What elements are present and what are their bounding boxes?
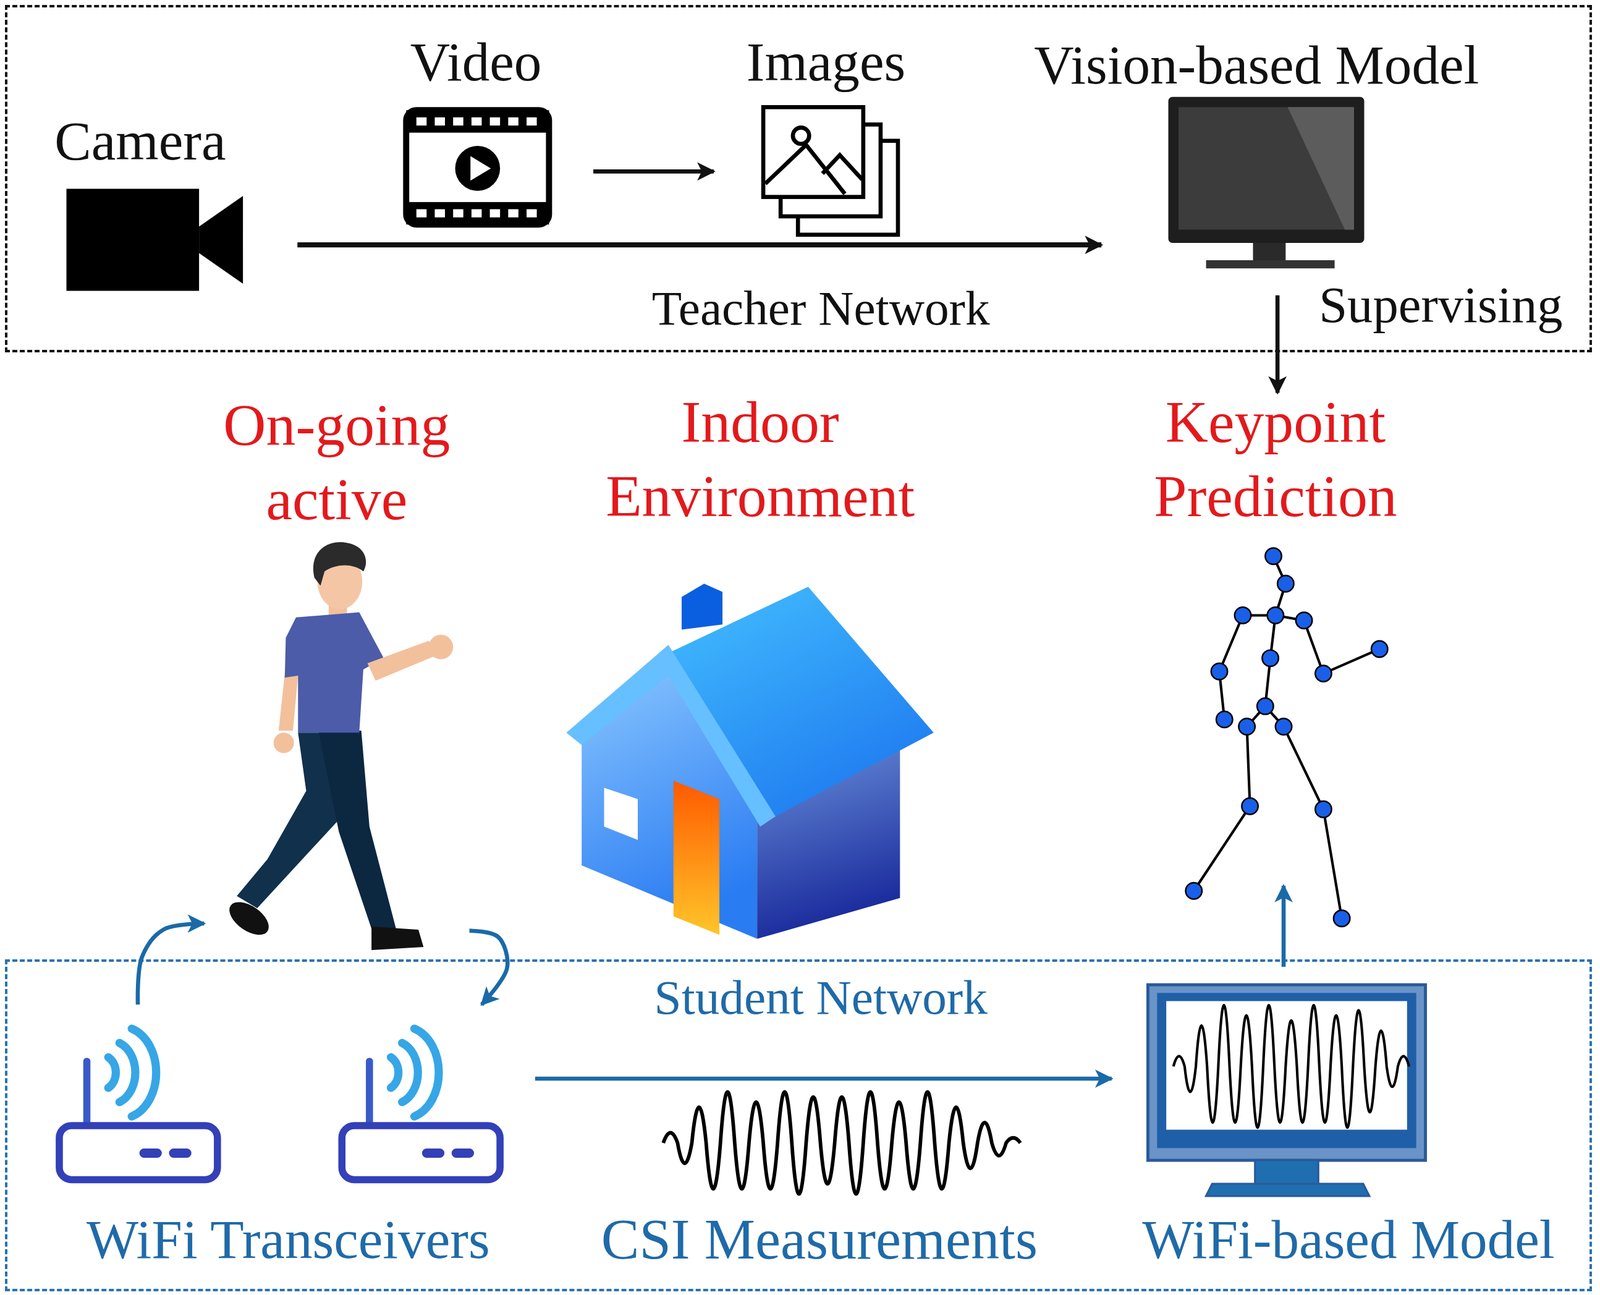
images-icon [763,106,898,235]
house-window [604,787,638,840]
person-illustration [223,541,453,950]
node-label: WiFi-based Model [1103,1207,1594,1272]
shirt [284,612,384,733]
monitor-base [1206,260,1335,269]
arrow-connector [297,242,1102,248]
shoe [223,895,275,942]
wifi-waves [390,1028,439,1117]
monitor-stand [1255,1159,1319,1185]
skeleton-bones [1193,556,1380,919]
arrow-connector [137,923,204,1005]
camera-icon [66,188,243,291]
forearm [367,640,437,681]
router-antenna [83,1061,91,1126]
wifi-monitor-icon [1147,984,1426,1196]
hand [428,634,454,660]
node-label: Keypoint Prediction [1122,385,1429,534]
node-label: On-going active [198,388,475,537]
node-label: Student Network [606,969,1035,1026]
screen-glare [1287,106,1355,230]
house-roof [668,586,934,819]
hair [313,541,366,586]
skeleton-illustration [1185,548,1389,927]
house-illustration [566,583,934,939]
router-lights [143,1148,187,1158]
house-door [673,780,720,935]
image-sun [792,127,809,144]
node-label: Teacher Network [606,279,1035,337]
csi-waveform [663,1091,1021,1194]
arrow-connector [1275,295,1280,394]
arm [278,673,298,731]
node-label: Images [713,30,939,94]
camera-body [66,188,199,291]
video-node: Video [386,35,594,230]
node-label: Indoor Environment [576,385,944,534]
play-triangle [470,156,491,182]
wifi-model-node: WiFi-based Model [1111,966,1587,1285]
roof-edge [566,644,775,827]
node-label: Video [373,30,578,94]
arrow-connector [1281,885,1287,967]
monitor-screen [1178,106,1355,230]
keypoint-node: Keypoint Prediction [1142,393,1419,887]
wifi-transceivers-node: WiFi Transceivers [50,1004,536,1285]
arrow-connector [469,930,508,1005]
film-holes [416,117,538,218]
monitor-icon [1168,97,1364,269]
monitor-bezel [1156,992,1416,1148]
router-lights [426,1148,470,1158]
shoe [371,926,424,950]
film-strip [406,202,549,225]
person-node: On-going active [203,397,470,944]
play-button [454,145,500,191]
node-label: WiFi Transceivers [22,1207,554,1272]
node-label: Vision-based Model [980,33,1533,98]
film-frame [406,110,549,225]
edge-label: Supervising [1277,275,1600,335]
monitor-stand [1253,242,1287,262]
router-antenna [365,1061,374,1126]
wifi-waves [108,1028,157,1117]
chimney [681,583,723,630]
film-strip [406,110,549,133]
node-label: Camera [27,109,253,174]
camera-lens [198,195,243,284]
arrow-connector [535,1076,1112,1081]
camera-node: Camera [40,106,298,295]
arrow-connector [593,169,714,174]
router-icon [341,1028,500,1180]
edge-label: CSI Measurements [554,1206,1086,1272]
image-sheet [763,106,864,197]
monitor-frame [1168,97,1364,243]
monitor-frame [1147,984,1426,1160]
screen-waveform [1173,1004,1410,1128]
front-leg [318,730,396,935]
image-mountain [765,144,845,194]
router-body [341,1125,500,1180]
skeleton-joints [1185,548,1389,927]
hand [273,732,295,753]
router-body [59,1125,218,1180]
images-node: Images [713,35,918,240]
image-mountain [822,155,863,180]
video-icon [406,110,549,225]
vision-model-node: Vision-based Model [1101,30,1530,296]
environment-node: Indoor Environment [561,397,939,944]
monitor-base [1206,1183,1370,1196]
router-icon [59,1028,218,1180]
